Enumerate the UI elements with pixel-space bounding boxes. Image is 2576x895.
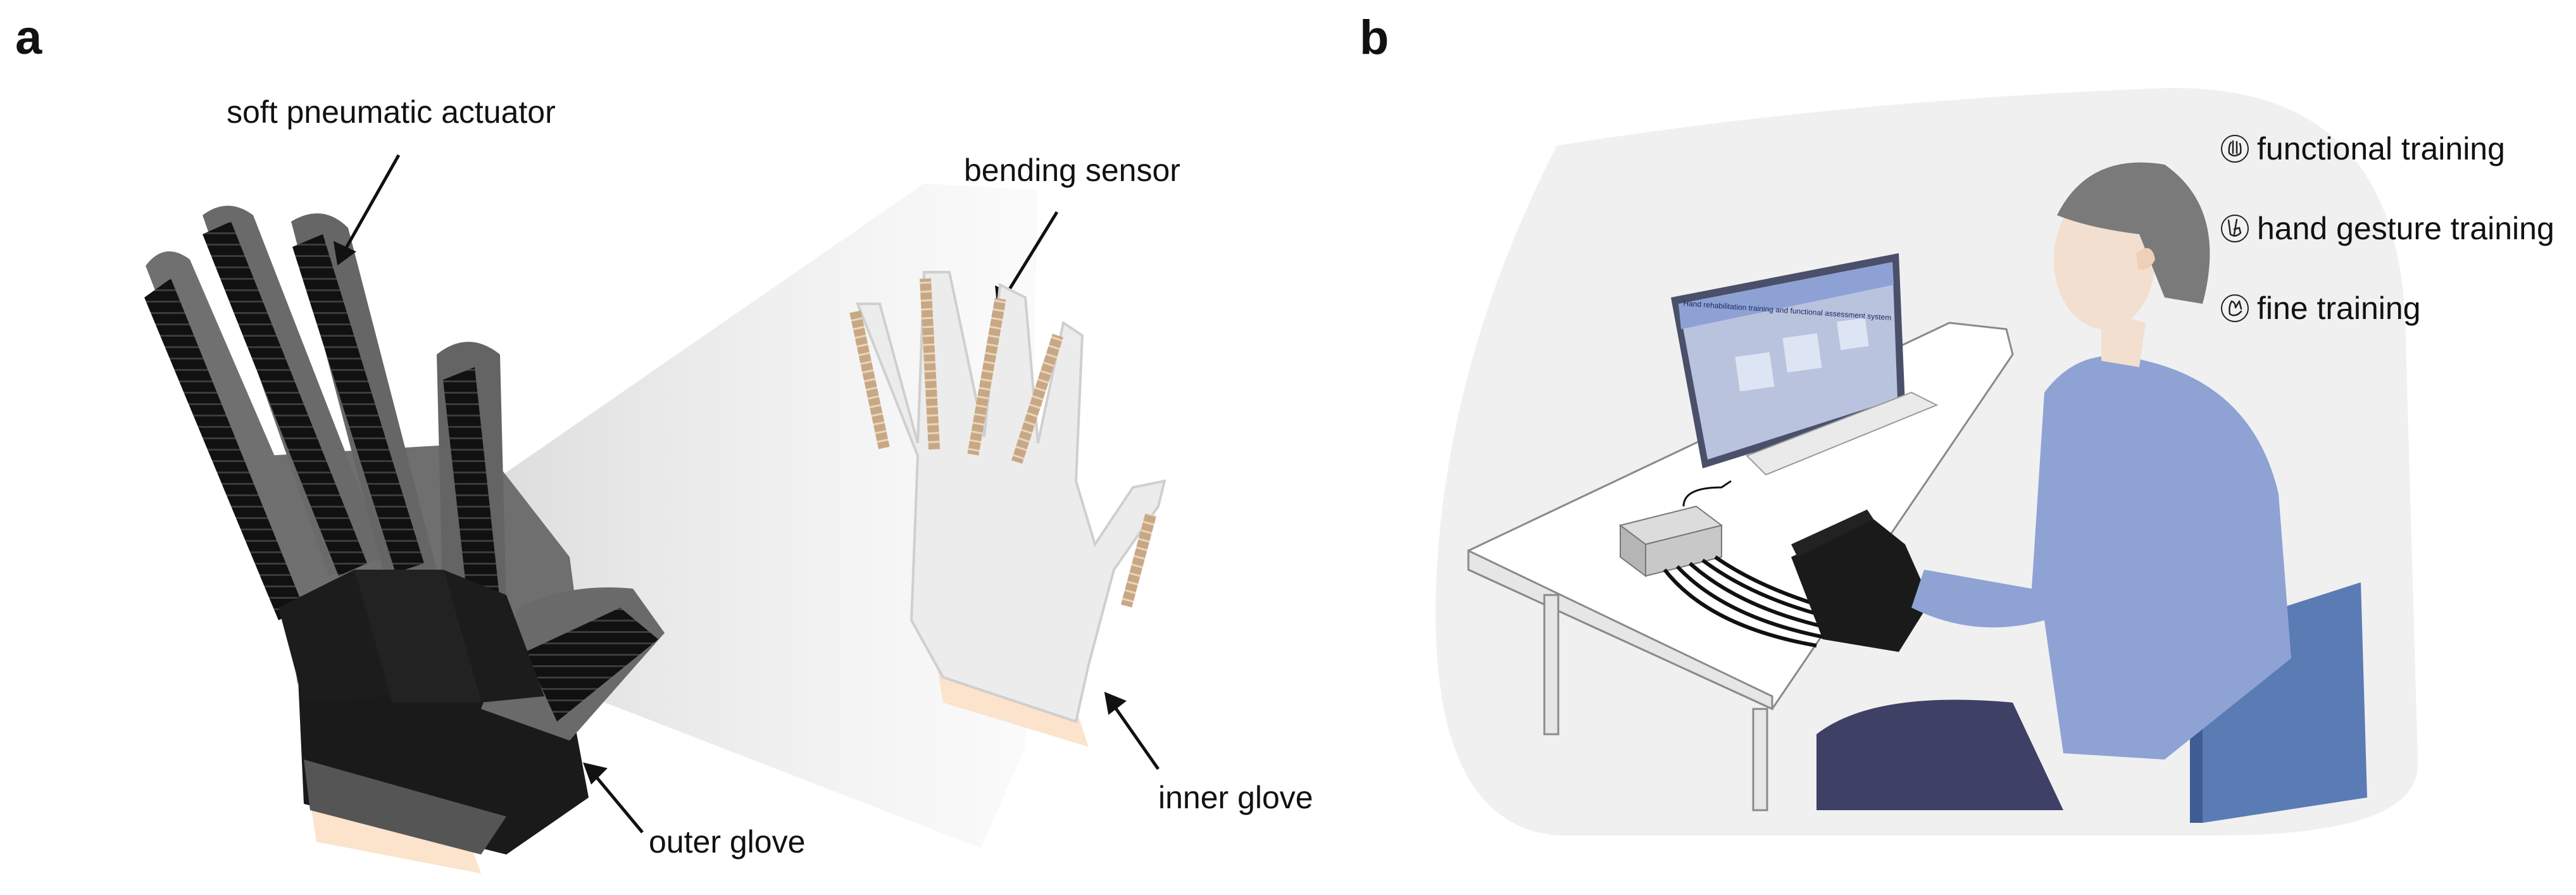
robotic-glove-on-table [1791,510,1930,652]
monitor [1671,253,1939,476]
control-box [1618,480,1893,648]
label-inner-glove: inner glove [1158,780,1313,815]
pinch-hand-icon [2221,294,2249,322]
panel-b-letter: b [1360,11,1389,65]
outer-glove-drawing [144,206,665,873]
legend-label-hand-gesture-training: hand gesture training [2257,211,2554,246]
label-bending-sensor: bending sensor [964,153,1180,188]
panel-a-letter: a [15,11,42,65]
legend-item-functional-training: functional training [2220,130,2505,167]
legend-item-fine-training: fine training [2220,290,2421,327]
victory-hand-icon [2221,215,2249,242]
annotation-arrows-a [333,154,1160,834]
label-outer-glove: outer glove [649,824,806,860]
projection-cone [494,184,1038,848]
legend-item-hand-gesture-training: hand gesture training [2220,210,2554,247]
legend-label-fine-training: fine training [2257,291,2421,326]
label-soft-pneumatic-actuator: soft pneumatic actuator [227,94,556,130]
grab-hand-icon [2221,135,2249,163]
legend-label-functional-training: functional training [2257,131,2505,166]
inner-glove-drawing [849,271,1166,747]
patient [1816,162,2367,823]
